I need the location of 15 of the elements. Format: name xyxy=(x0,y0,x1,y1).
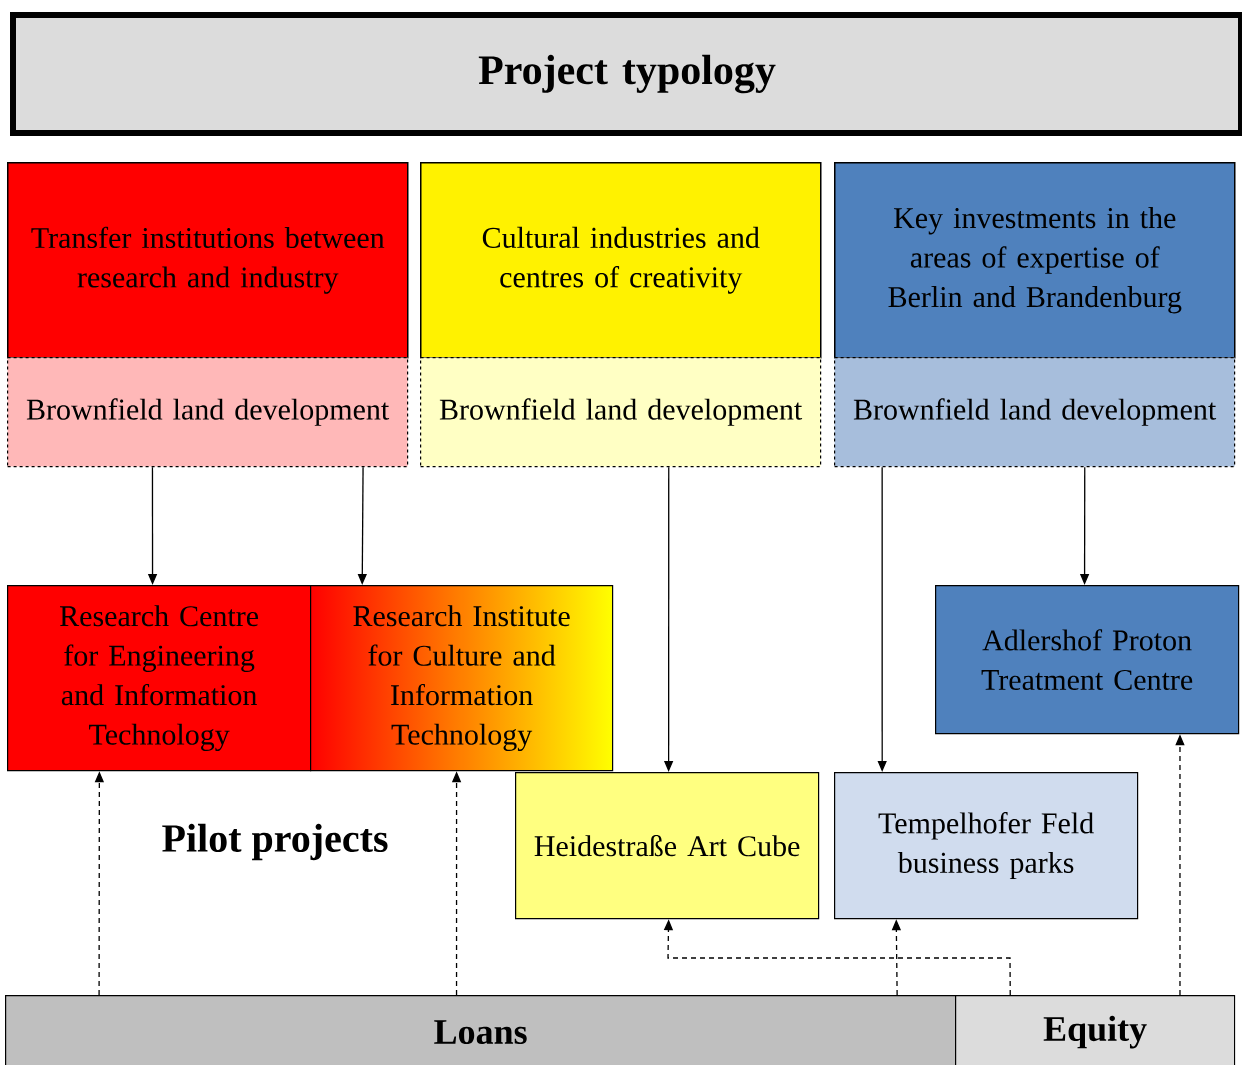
section-label: Pilot projects xyxy=(162,823,388,861)
category-box: Key investments in the areas of expertise of Berlin and Brandenburg xyxy=(834,162,1236,359)
title-box: Project typology xyxy=(10,12,1242,136)
project-box: Adlershof Proton Treatment Centre xyxy=(935,585,1240,735)
dashed-box: Brownfield land development xyxy=(834,357,1236,468)
funding-bar: Loans xyxy=(5,995,957,1065)
project-box: Heidestraße Art Cube xyxy=(515,772,820,920)
project-box: Research Institute for Culture and Information Technology xyxy=(310,585,614,772)
funding-bar: Equity xyxy=(955,995,1236,1065)
project-box: Tempelhofer Feld business parks xyxy=(834,772,1139,920)
dashed-box: Brownfield land development xyxy=(7,357,409,468)
project-box: Research Centre for Engineering and Information Technology xyxy=(7,585,312,772)
category-box: Cultural industries and centres of creativity xyxy=(420,162,822,359)
dashed-box: Brownfield land development xyxy=(420,357,822,468)
category-box: Transfer institutions between research and industry xyxy=(7,162,409,359)
